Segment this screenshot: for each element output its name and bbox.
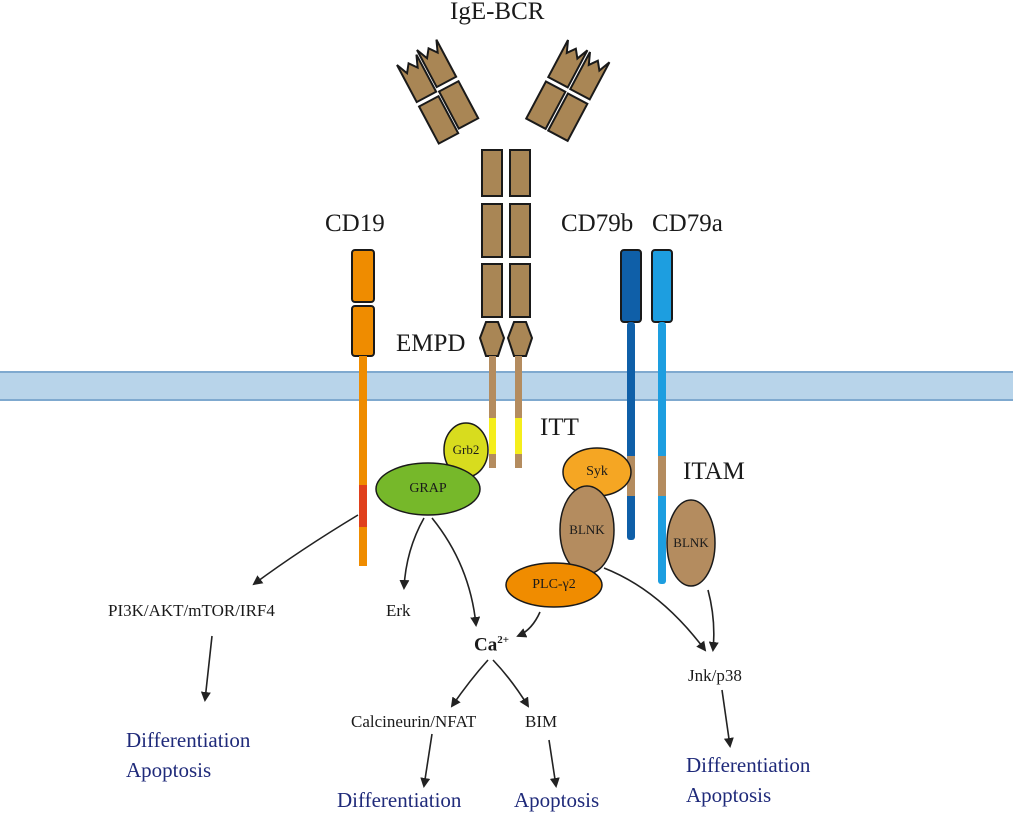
plc-gamma2-label: PLC-γ2 [532, 577, 576, 592]
center-outcome-differentiation: Differentiation [337, 788, 462, 812]
itam-motif-cd79a [658, 456, 666, 496]
right-outcome-apoptosis: Apoptosis [686, 783, 772, 807]
arrow-blnk-to-jnk [603, 567, 707, 652]
calcium-charge: 2+ [497, 634, 510, 646]
blnk-right-shape [666, 499, 716, 587]
center-outcome-apoptosis: Apoptosis [514, 788, 600, 812]
itt-label: ITT [540, 414, 579, 441]
cd19-motif [359, 485, 367, 527]
cell-membrane [0, 371, 1013, 401]
cd79a-label: CD79a [652, 210, 723, 237]
cd79a-receptor [651, 249, 673, 584]
left-outcome-differentiation: Differentiation [126, 728, 251, 752]
itt-motif-left [489, 418, 496, 454]
plc-gamma2-shape [505, 562, 603, 608]
cd19-label: CD19 [325, 210, 385, 237]
empd-label: EMPD [396, 330, 466, 357]
calcineurin-nfat-label: Calcineurin/NFAT [351, 712, 477, 731]
bim-label: BIM [525, 712, 558, 731]
pi3k-pathway-label: PI3K/AKT/mTOR/IRF4 [108, 601, 275, 620]
arrow-plc-to-ca [516, 611, 541, 638]
grap-label: GRAP [409, 481, 447, 496]
ige-bcr-label: IgE-BCR [450, 0, 545, 25]
left-heavy-chain-arm [416, 39, 480, 130]
itam-label: ITAM [683, 458, 745, 485]
blnk-right-label: BLNK [673, 535, 709, 550]
jnk-p38-label: Jnk/p38 [688, 666, 742, 685]
right-outcome-differentiation: Differentiation [686, 753, 811, 777]
arrow-grap-to-ca [431, 517, 481, 627]
grap-shape [375, 462, 481, 516]
arrow-calcineurin-to-differentiation [420, 733, 433, 788]
right-heavy-chain-arm [524, 39, 589, 131]
arrow-grap-to-erk [399, 517, 425, 590]
pathway-arrows [200, 514, 734, 788]
arrow-jnk-to-outcome [721, 689, 734, 748]
arrow-ca-to-calcineurin [450, 659, 489, 708]
ige-bcr-antibody [396, 39, 611, 357]
arrow-cd19-to-pi3k [252, 514, 359, 586]
right-light-chain-arm [546, 51, 611, 143]
blnk-left-label: BLNK [569, 522, 605, 537]
arrow-pi3k-to-outcome [200, 635, 213, 702]
arrow-blnk-right-to-jnk [707, 589, 719, 652]
empd-hexagon-right [506, 321, 534, 357]
calcium-symbol: Ca [474, 634, 498, 656]
grb2-label: Grb2 [452, 442, 480, 457]
cd19-receptor [351, 249, 375, 566]
erk-label: Erk [386, 601, 411, 620]
empd-hexagon-left [478, 321, 506, 357]
arrow-bim-to-apoptosis [548, 739, 560, 788]
left-light-chain-arm [396, 54, 460, 145]
cd79b-label: CD79b [561, 210, 634, 237]
itt-motif-right [515, 418, 522, 454]
calcium-label: Ca2+ [474, 634, 509, 656]
syk-label: Syk [586, 464, 608, 479]
arrow-ca-to-bim [492, 659, 530, 708]
left-outcome-apoptosis: Apoptosis [126, 758, 212, 782]
ige-transmembrane-tails [489, 356, 522, 468]
